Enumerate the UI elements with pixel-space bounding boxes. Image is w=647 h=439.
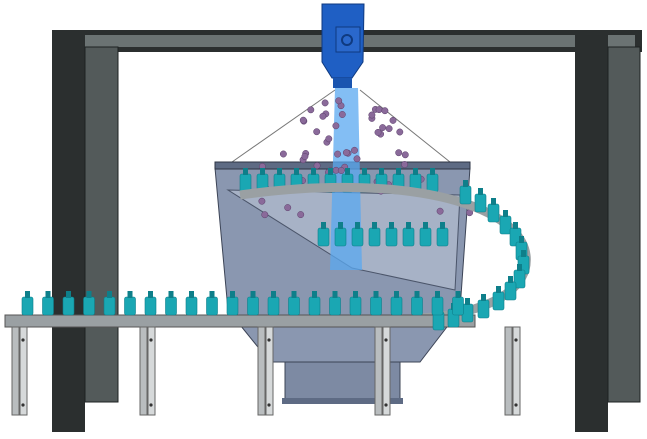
conveyor-belt-straight — [4, 314, 476, 328]
bottle — [103, 291, 116, 316]
front-row-bottles — [21, 291, 464, 316]
droplet — [342, 149, 350, 157]
conveyor-leg — [374, 326, 391, 416]
conveyor-leg — [504, 326, 521, 416]
droplet — [385, 125, 393, 133]
droplet — [381, 107, 389, 115]
droplet — [351, 146, 358, 154]
droplet — [258, 197, 266, 205]
droplet — [379, 124, 387, 132]
bottle — [267, 291, 280, 316]
droplet — [297, 211, 305, 219]
droplet — [396, 128, 404, 136]
droplet — [335, 97, 343, 105]
left-post-inner — [84, 46, 119, 403]
droplet — [325, 135, 333, 143]
machine-frame — [52, 30, 642, 432]
droplet — [375, 106, 383, 114]
droplet — [321, 99, 329, 107]
bottle — [329, 291, 341, 316]
bottle — [492, 286, 505, 311]
bottle — [368, 222, 381, 247]
right-post-outer — [607, 46, 641, 403]
conveyor-leg — [257, 326, 274, 416]
droplet — [334, 150, 342, 158]
droplet — [401, 161, 409, 168]
bottle — [165, 291, 177, 316]
droplet — [338, 111, 346, 118]
bottle — [349, 291, 362, 316]
bottle — [308, 291, 321, 316]
bottle — [461, 298, 474, 323]
left-post-outer — [52, 30, 85, 432]
spray-cone-left — [231, 89, 336, 163]
bottle — [487, 198, 500, 223]
bottle — [185, 291, 198, 316]
bottle — [459, 180, 472, 205]
droplet — [395, 149, 403, 157]
conveyor-leg — [11, 326, 28, 416]
droplet — [313, 162, 321, 170]
bottle — [21, 291, 34, 316]
bottle — [419, 222, 432, 247]
spray-cone-right — [359, 89, 451, 163]
motor-box — [335, 26, 361, 53]
bottle — [452, 291, 464, 316]
droplet — [374, 128, 382, 136]
hopper-neck — [333, 78, 352, 88]
bottle — [334, 222, 347, 247]
bottle — [513, 264, 526, 289]
bottle — [504, 276, 517, 301]
bottle — [226, 291, 239, 316]
gear-icon — [341, 34, 353, 46]
droplet — [301, 153, 309, 160]
droplet — [436, 207, 444, 215]
bottle — [370, 291, 382, 316]
bottle — [247, 291, 259, 316]
bottle — [288, 291, 300, 316]
droplet — [353, 155, 361, 163]
droplet — [279, 150, 287, 158]
bottle — [426, 168, 439, 193]
bottle — [351, 222, 364, 247]
bottle — [436, 222, 449, 247]
tank-outlet-base — [282, 398, 403, 404]
bottle — [144, 291, 157, 316]
bottle — [402, 222, 415, 247]
bottle — [62, 291, 75, 316]
bottle — [474, 188, 487, 213]
bottle — [42, 291, 54, 316]
droplet — [337, 167, 345, 174]
spray-nozzle-unit — [321, 3, 365, 88]
droplet — [313, 128, 321, 136]
droplet — [299, 116, 307, 124]
bottle — [317, 222, 330, 247]
droplet — [389, 116, 397, 124]
conveyor-legs — [11, 326, 521, 416]
bottle — [431, 291, 444, 316]
bottle — [385, 222, 398, 247]
droplet — [401, 151, 409, 159]
bottle — [83, 291, 95, 316]
droplet — [368, 111, 376, 119]
bottle — [124, 291, 136, 316]
droplet — [319, 112, 327, 120]
droplet — [261, 211, 269, 219]
bottle — [411, 291, 423, 316]
bottle — [499, 210, 512, 235]
droplet — [332, 122, 340, 130]
bottle — [390, 291, 403, 316]
droplet — [307, 106, 315, 114]
conveyor-leg — [139, 326, 156, 416]
droplet — [284, 204, 292, 212]
bottle — [477, 294, 490, 319]
right-post-inner — [575, 30, 608, 432]
bottle — [206, 291, 218, 316]
